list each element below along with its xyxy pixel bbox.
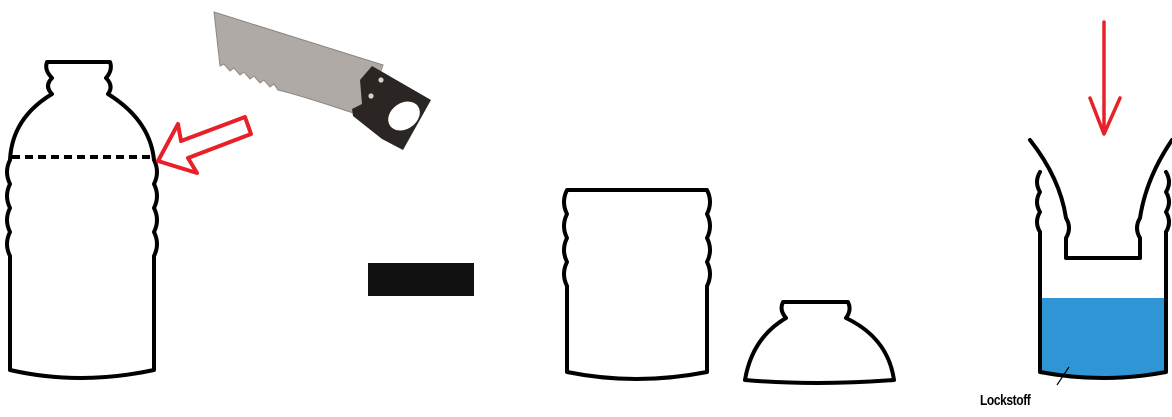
equals-bar-bottom bbox=[368, 280, 474, 296]
hollow-arrow-icon bbox=[158, 117, 251, 173]
bait-label: Lockstoff bbox=[980, 392, 1030, 409]
saw-icon bbox=[214, 12, 431, 150]
bottle-bottom-part bbox=[564, 190, 710, 379]
bottle-top-part bbox=[745, 302, 894, 383]
down-arrow-icon bbox=[1090, 22, 1120, 134]
assembled-trap bbox=[1030, 140, 1172, 385]
whole-bottle bbox=[7, 62, 157, 378]
equals-bar-top bbox=[368, 263, 474, 279]
